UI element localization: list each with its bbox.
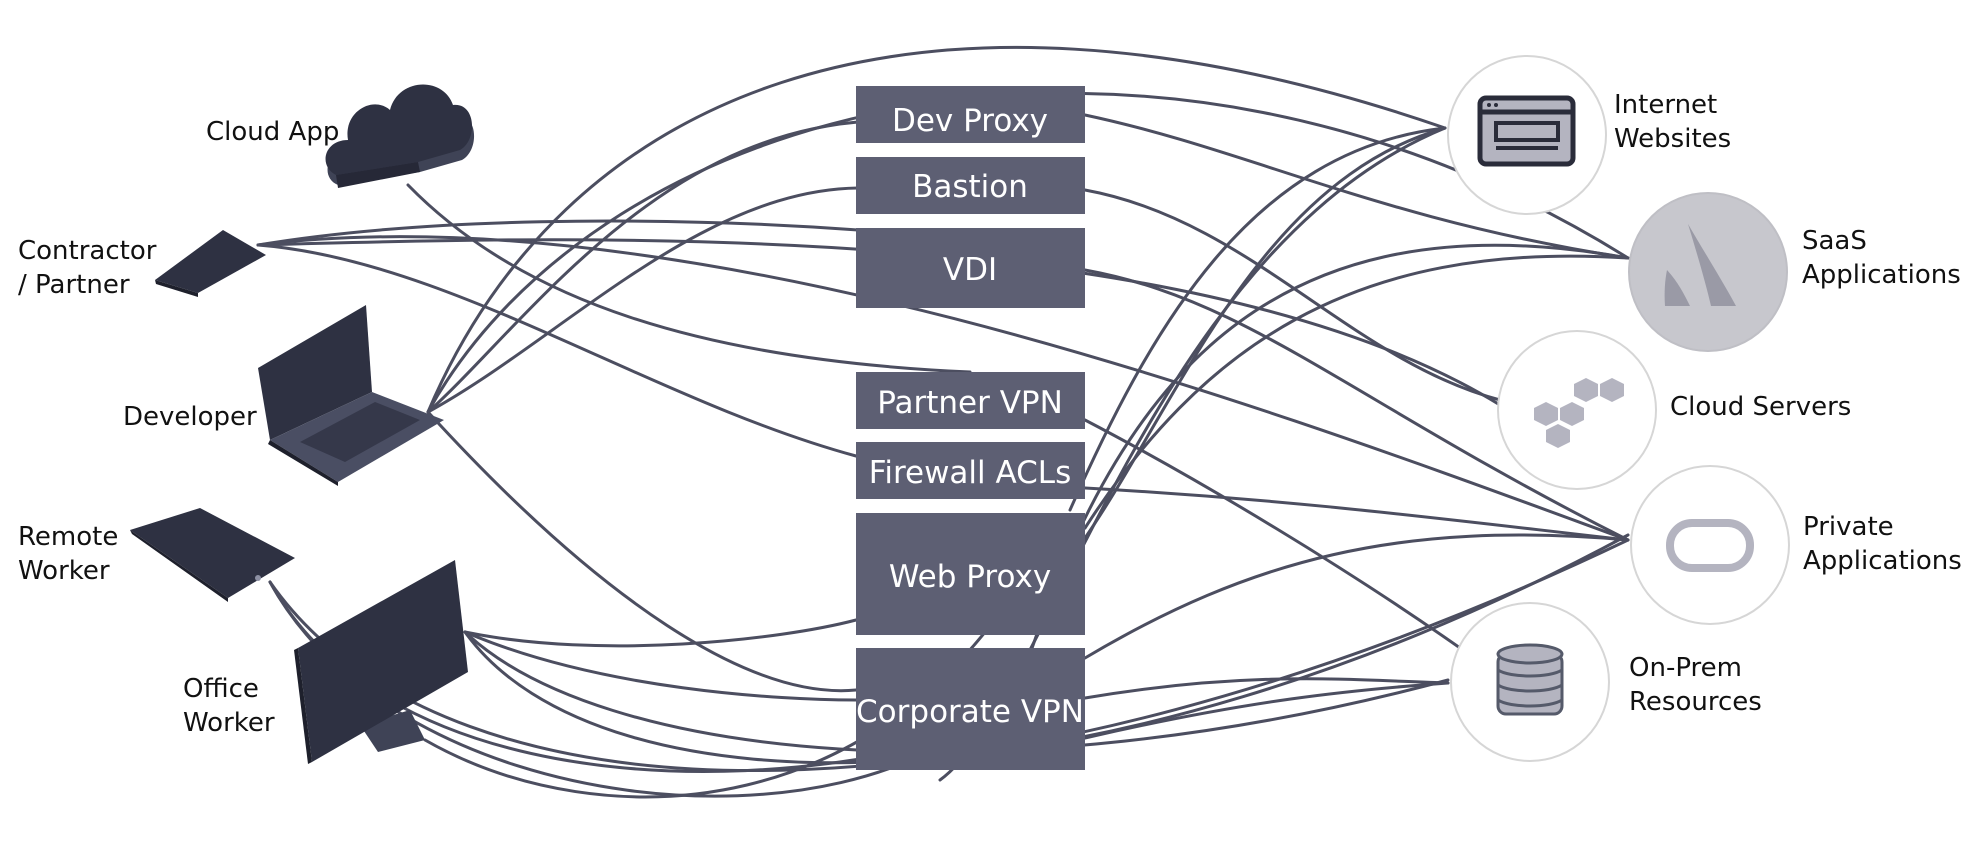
svg-text:Remote Worker: Remote Worker bbox=[18, 522, 127, 586]
bastion-box: Bastion bbox=[856, 157, 1085, 214]
web-proxy-label: Web Proxy bbox=[889, 559, 1051, 595]
browser-window-icon bbox=[1477, 95, 1576, 167]
connection-line bbox=[463, 630, 1450, 754]
on-prem-resources-node bbox=[1450, 602, 1610, 762]
connection-line bbox=[1083, 418, 1472, 657]
on-prem-resources-label-line1: On-Prem bbox=[1629, 653, 1742, 683]
connection-line bbox=[256, 235, 1630, 542]
bastion-label: Bastion bbox=[912, 169, 1028, 205]
laptop-icon bbox=[258, 305, 444, 486]
firewall-acls-box: Firewall ACLs bbox=[856, 442, 1085, 499]
connection-line bbox=[426, 186, 860, 414]
developer-label: Developer bbox=[123, 402, 257, 432]
connection-line bbox=[1083, 486, 1630, 542]
svg-text:On-Prem Resources: On-Prem Resources bbox=[1629, 653, 1762, 717]
connection-line bbox=[1083, 677, 1450, 700]
connection-line bbox=[256, 243, 858, 458]
corporate-vpn-box: Corporate VPN bbox=[856, 648, 1085, 770]
office-worker-label-line1: Office bbox=[183, 674, 259, 704]
firewall-acls-label: Firewall ACLs bbox=[869, 455, 1071, 491]
svg-text:Contractor / Partner: Contractor / Partner bbox=[18, 236, 165, 300]
cubes-icon bbox=[1534, 378, 1624, 448]
remote-worker-label-line1: Remote bbox=[18, 522, 118, 552]
connection-line bbox=[1083, 533, 1630, 660]
partner-vpn-box: Partner VPN bbox=[856, 372, 1085, 429]
svg-text:Office Worker: Office Worker bbox=[183, 674, 275, 738]
private-applications-node bbox=[1630, 465, 1790, 625]
vdi-label: VDI bbox=[943, 252, 997, 288]
saas-applications-label-line1: SaaS bbox=[1802, 226, 1867, 256]
tablet-icon bbox=[130, 508, 295, 602]
connection-line bbox=[1083, 113, 1630, 260]
connection-line bbox=[426, 46, 1447, 414]
internet-websites-node bbox=[1447, 55, 1607, 215]
cloud-app-label: Cloud App bbox=[206, 117, 339, 147]
cloud-servers-label: Cloud Servers bbox=[1670, 392, 1851, 422]
connection-line bbox=[1083, 268, 1630, 542]
database-icon bbox=[1496, 643, 1564, 716]
connection-line bbox=[256, 219, 860, 247]
vdi-box: VDI bbox=[856, 228, 1085, 308]
oracle-logo-icon bbox=[1666, 519, 1754, 572]
connection-line bbox=[426, 120, 860, 414]
office-worker-label-line2: Worker bbox=[183, 708, 275, 738]
web-proxy-box: Web Proxy bbox=[856, 513, 1085, 635]
connection-line bbox=[1083, 126, 1447, 540]
dev-proxy-box: Dev Proxy bbox=[856, 86, 1085, 143]
svg-text:Private Applications: Private Applications bbox=[1803, 512, 1962, 576]
private-applications-label-line1: Private bbox=[1803, 512, 1894, 542]
svg-text:Internet Websites: Internet Websites bbox=[1614, 90, 1731, 154]
on-prem-resources-label-line2: Resources bbox=[1629, 687, 1762, 717]
desktop-monitor-icon bbox=[294, 560, 468, 764]
connection-line bbox=[423, 528, 1052, 799]
connection-line bbox=[1083, 188, 1502, 402]
cloud-servers-node bbox=[1497, 330, 1657, 490]
internet-websites-label-line1: Internet bbox=[1614, 90, 1717, 120]
contractor-label-line1: Contractor bbox=[18, 236, 157, 266]
dev-proxy-label: Dev Proxy bbox=[892, 103, 1048, 139]
tablet-icon bbox=[155, 230, 266, 297]
remote-worker-label-line2: Worker bbox=[18, 556, 110, 586]
svg-text:SaaS Applications: SaaS Applications bbox=[1802, 226, 1961, 290]
cloud-icon bbox=[325, 84, 475, 188]
connection-line bbox=[426, 410, 858, 693]
contractor-label-line2: / Partner bbox=[18, 270, 130, 300]
partner-vpn-label: Partner VPN bbox=[877, 385, 1063, 421]
connection-line bbox=[406, 183, 972, 374]
connection-line bbox=[1083, 254, 1630, 530]
connection-line bbox=[1083, 681, 1450, 740]
private-applications-label-line2: Applications bbox=[1803, 546, 1962, 576]
connection-line bbox=[463, 630, 858, 702]
connection-line bbox=[463, 618, 858, 648]
saas-applications-node bbox=[1628, 192, 1788, 352]
internet-websites-label-line2: Websites bbox=[1614, 124, 1731, 154]
connection-line bbox=[1068, 126, 1447, 512]
atlassian-logo-icon bbox=[1664, 224, 1736, 306]
saas-applications-label-line2: Applications bbox=[1802, 260, 1961, 290]
corporate-vpn-label: Corporate VPN bbox=[856, 694, 1084, 730]
